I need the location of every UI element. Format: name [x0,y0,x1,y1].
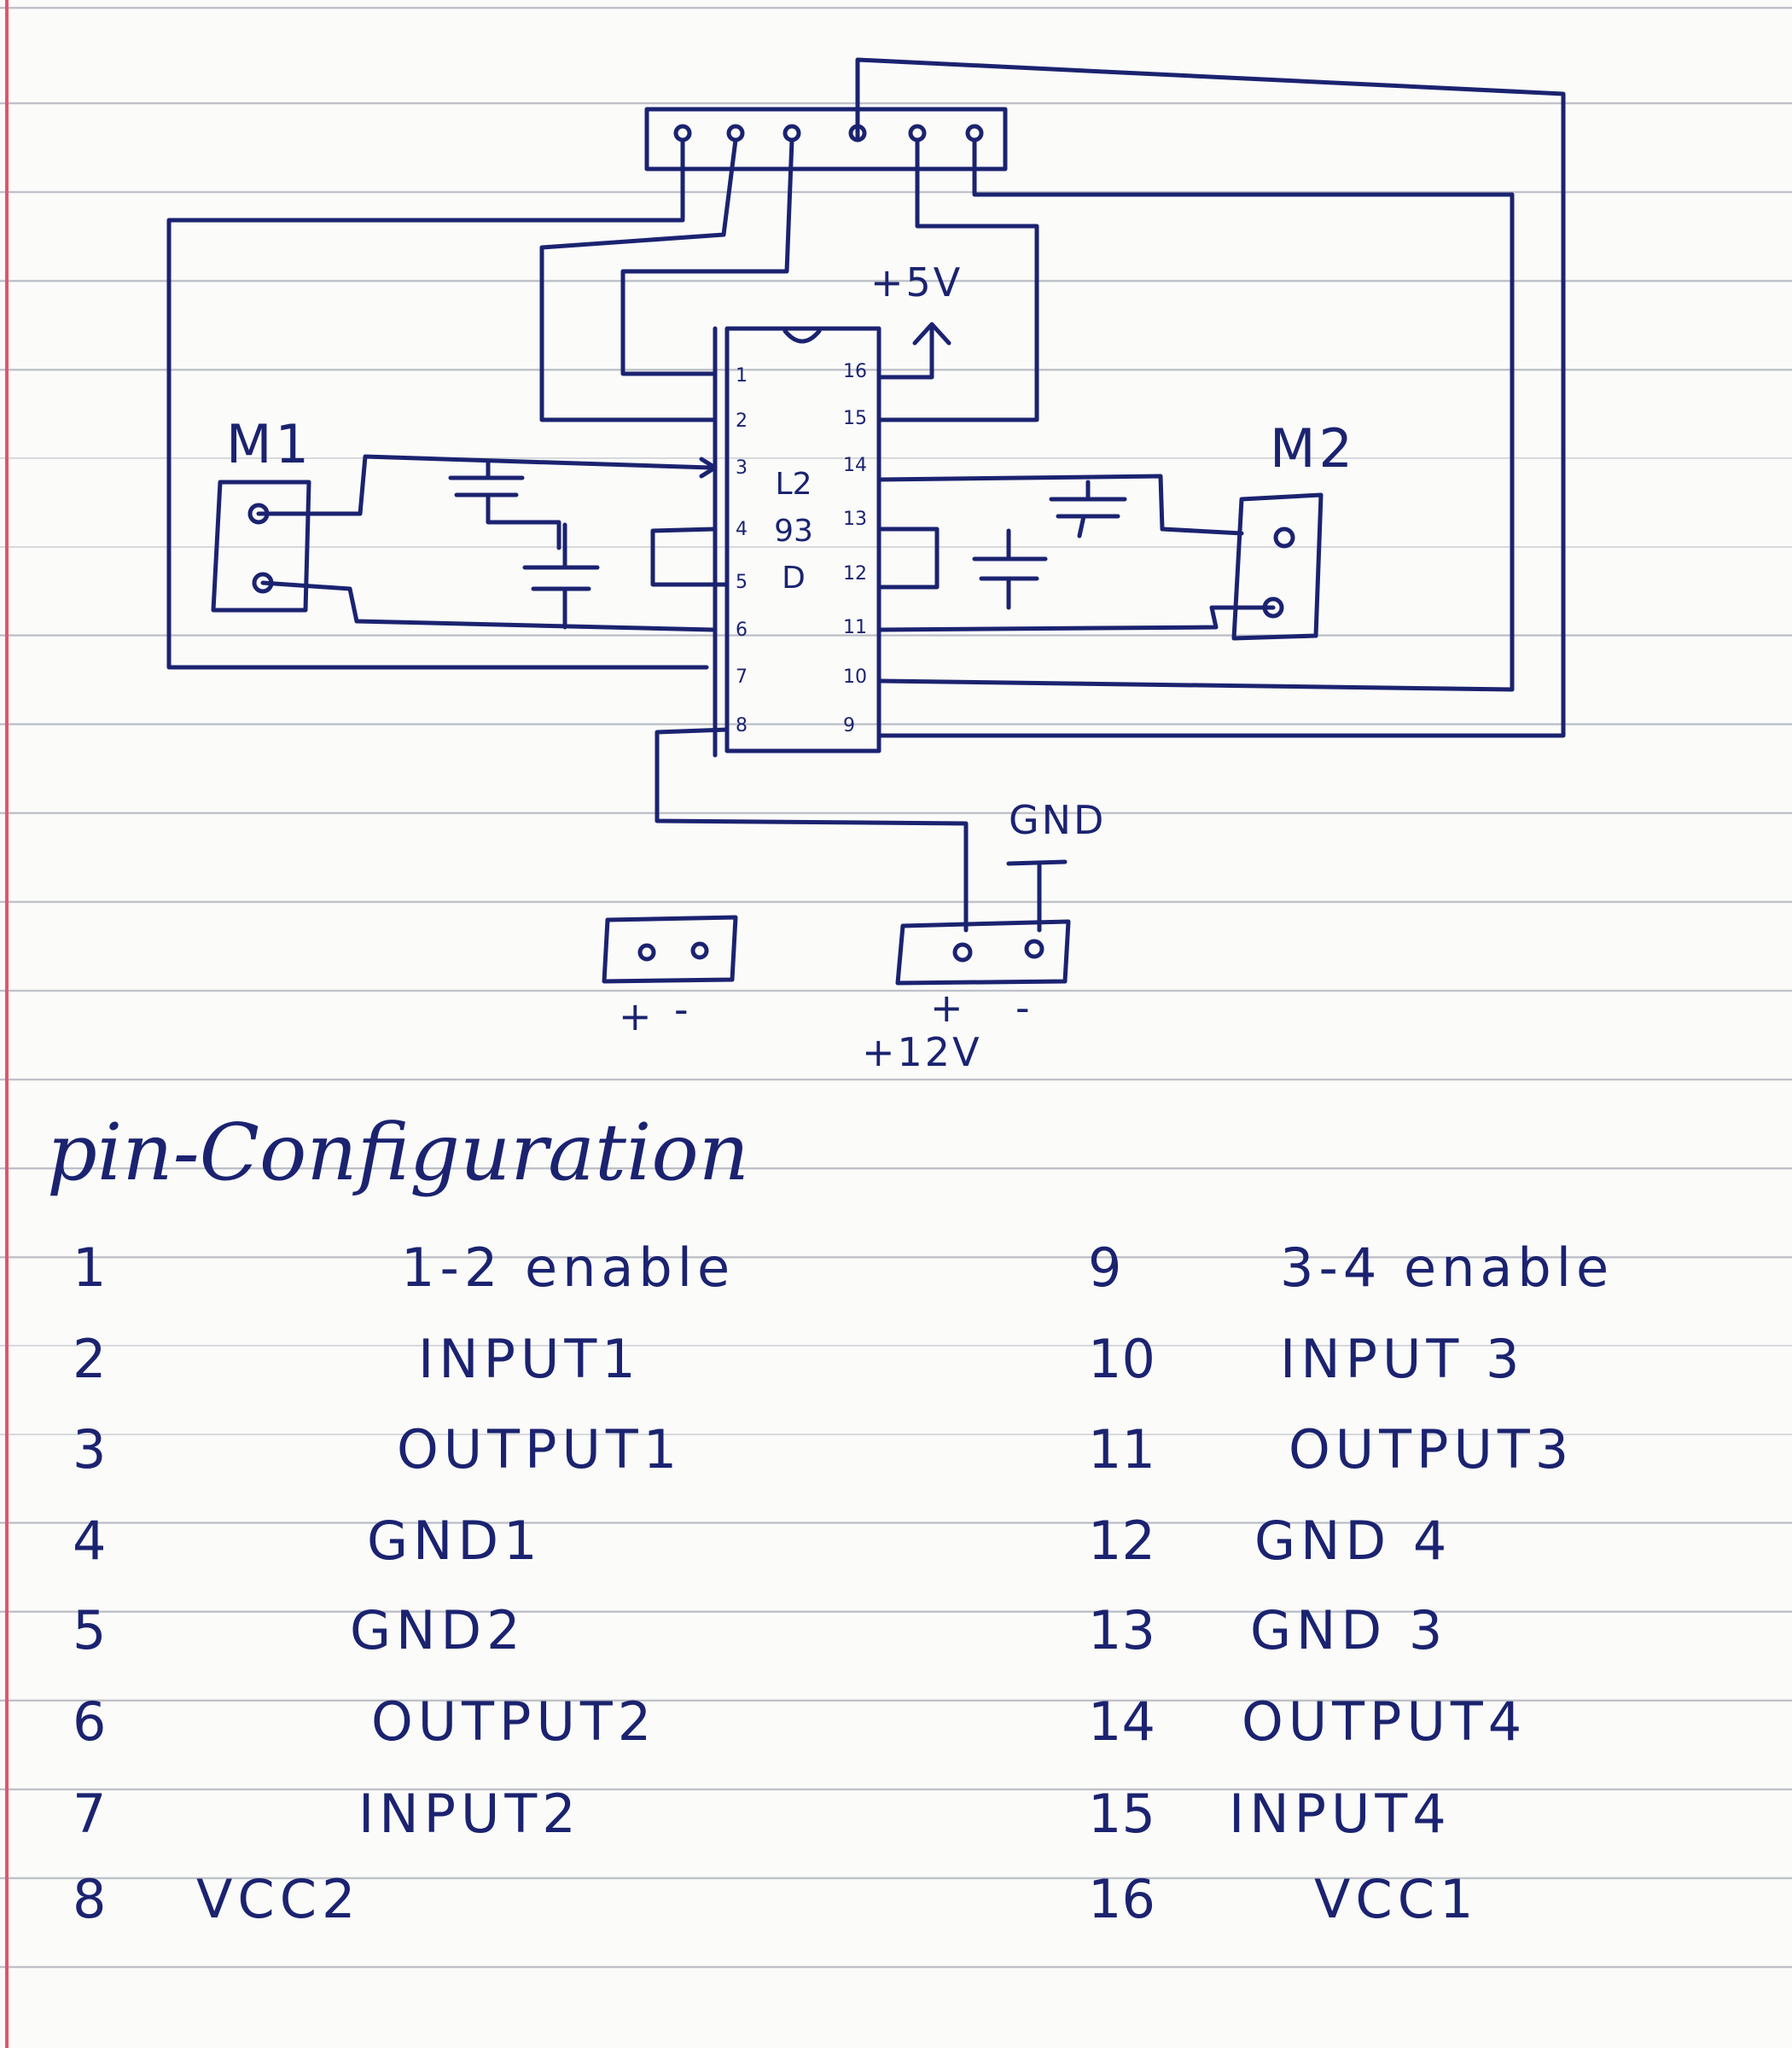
power-plus-label: + [930,985,966,1031]
power-minus-label: - [1015,985,1033,1031]
ic-pin-3: 3 [736,457,748,479]
header-connector [644,107,1008,172]
pin-number-8: 8 [73,1868,107,1930]
ic-pin-11: 11 [843,617,867,638]
header-wires [166,57,1566,738]
margin-line [5,0,9,2048]
ic-pin-13: 13 [843,509,867,530]
ic-pin-4: 4 [736,519,748,540]
ic-pin-16: 16 [843,361,867,382]
right-output-wiring [878,474,1276,632]
pin-number-1: 1 [73,1236,107,1299]
pin-function-9: 3-4 enable [1280,1236,1615,1299]
pin-number-12: 12 [1088,1510,1155,1572]
pin-number-11: 11 [1088,1418,1155,1481]
gnd-label: GND [1009,797,1107,843]
pin-number-16: 16 [1088,1868,1155,1930]
pin-function-5: GND2 [350,1599,526,1661]
left-minus-label: - [674,986,691,1033]
ic-pin-7: 7 [736,666,748,688]
pin-function-12: GND 4 [1254,1510,1452,1572]
ic-pin-5: 5 [736,572,748,593]
motor-m1-connector [211,480,311,613]
power-wiring [655,727,1068,933]
pin-function-14: OUTPUT4 [1242,1690,1527,1753]
motor-m1-label: M1 [226,413,312,475]
pin-number-14: 14 [1088,1690,1155,1753]
pin-function-1: 1-2 enable [401,1236,736,1299]
ic-pin-14: 14 [843,455,867,476]
motor-m2-connector [1231,492,1324,641]
ic-notch [783,329,822,344]
terminal-block-power [895,919,1071,986]
pin-number-9: 9 [1088,1236,1122,1299]
ic-pin-1: 1 [736,365,748,387]
pin-number-15: 15 [1088,1783,1155,1845]
pin-number-6: 6 [73,1690,107,1753]
vcc-arrow [878,322,951,380]
header-pins [673,124,984,143]
vcc-5v-label: +5V [870,259,963,305]
ic-pin-2: 2 [736,410,748,432]
pin-number-3: 3 [73,1418,107,1481]
motor-m2-label: M2 [1270,417,1356,480]
ic-pin-9: 9 [843,715,855,736]
ic-pin-12: 12 [843,563,867,585]
ic-pin-10: 10 [843,666,867,688]
pin-function-8: VCC2 [196,1868,361,1930]
pin-function-7: INPUT2 [358,1783,581,1845]
pin-number-13: 13 [1088,1599,1155,1661]
ic-body [724,326,881,753]
left-output-wiring [256,454,728,632]
supply-12v-label: +12V [862,1029,982,1075]
pin-number-10: 10 [1088,1328,1155,1390]
pin-function-3: OUTPUT1 [397,1418,683,1481]
pin-number-5: 5 [73,1599,107,1661]
pin-function-10: INPUT 3 [1280,1328,1525,1390]
pin-function-15: INPUT4 [1229,1783,1452,1845]
pin-configuration-heading: pin-Configuration [47,1107,750,1198]
ic-pin-15: 15 [843,408,867,429]
pin-number-4: 4 [73,1510,107,1572]
pin-function-4: GND1 [367,1510,543,1572]
ic-pin-6: 6 [736,620,748,641]
ic-marking: L293D [774,467,813,596]
pin-number-2: 2 [73,1328,107,1390]
pin-function-6: OUTPUT2 [371,1690,657,1753]
left-plus-label: + [619,993,655,1039]
pin-function-13: GND 3 [1250,1599,1448,1661]
pin-function-16: VCC1 [1314,1868,1479,1930]
terminal-block-left [602,915,738,984]
ic-pin-8: 8 [736,715,748,736]
pin-function-11: OUTPUT3 [1289,1418,1574,1481]
pin-function-2: INPUT1 [418,1328,641,1390]
pin-number-7: 7 [73,1783,107,1845]
